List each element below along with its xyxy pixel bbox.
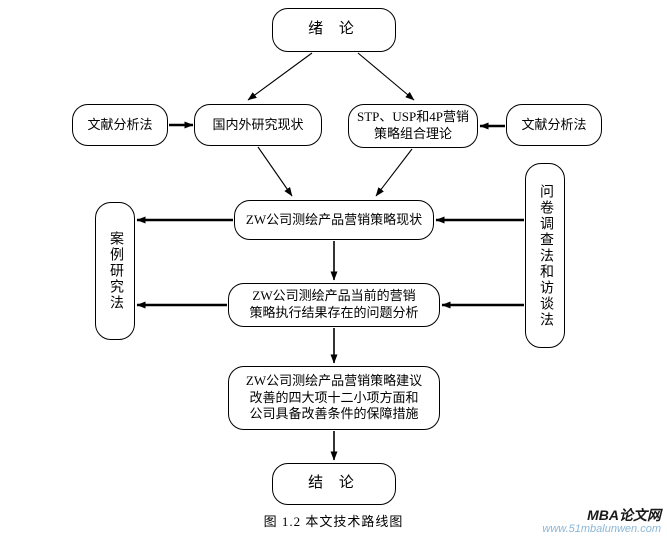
edge-intro-to-research	[247, 52, 313, 101]
node-stp-usp-4p-theory-label: STP、USP和4P营销 策略组合理论	[357, 109, 469, 141]
node-literature-analysis-left-label: 文献分析法	[87, 116, 153, 132]
node-literature-analysis-right-label: 文献分析法	[521, 116, 587, 132]
edge-theory-to-current	[375, 148, 413, 197]
node-case-study-method-label: 案例研究法	[107, 231, 123, 311]
edge-intro-to-theory	[357, 52, 415, 101]
figure-caption: 图 1.2 本文技术路线图	[263, 514, 404, 529]
node-conclusion-label: 结 论	[308, 475, 360, 492]
node-case-study-method[interactable]: 案例研究法	[95, 202, 135, 340]
node-current-marketing-strategy-status[interactable]: ZW公司测绘产品营销策略现状	[234, 200, 434, 240]
node-improvement-suggestions[interactable]: ZW公司测绘产品营销策略建议 改善的四大项十二小项方面和 公司具备改善条件的保障…	[228, 366, 440, 430]
node-domestic-foreign-research-status[interactable]: 国内外研究现状	[194, 104, 322, 146]
node-literature-analysis-left[interactable]: 文献分析法	[72, 104, 168, 146]
node-introduction-label: 绪 论	[308, 21, 360, 38]
node-introduction[interactable]: 绪 论	[272, 8, 396, 52]
node-questionnaire-interview-method-label: 问卷调查法和访谈法	[537, 183, 553, 328]
node-problem-analysis-label: ZW公司测绘产品当前的营销 策略执行结果存在的问题分析	[249, 288, 419, 320]
node-improvement-suggestions-label: ZW公司测绘产品营销策略建议 改善的四大项十二小项方面和 公司具备改善条件的保障…	[245, 373, 423, 422]
node-questionnaire-interview-method[interactable]: 问卷调查法和访谈法	[525, 163, 565, 348]
node-stp-usp-4p-theory[interactable]: STP、USP和4P营销 策略组合理论	[348, 104, 478, 148]
node-conclusion[interactable]: 结 论	[272, 463, 396, 505]
node-domestic-foreign-research-status-label: 国内外研究现状	[212, 116, 304, 132]
node-literature-analysis-right[interactable]: 文献分析法	[506, 104, 602, 146]
node-current-marketing-strategy-status-label: ZW公司测绘产品营销策略现状	[245, 211, 423, 227]
watermark-url: www.51mbalunwen.com	[542, 523, 661, 536]
node-problem-analysis[interactable]: ZW公司测绘产品当前的营销 策略执行结果存在的问题分析	[228, 283, 440, 327]
watermark-brand: MBA论文网	[587, 507, 661, 523]
edge-research-to-current	[257, 146, 293, 197]
watermark: MBA论文网 www.51mbalunwen.com	[542, 507, 661, 536]
